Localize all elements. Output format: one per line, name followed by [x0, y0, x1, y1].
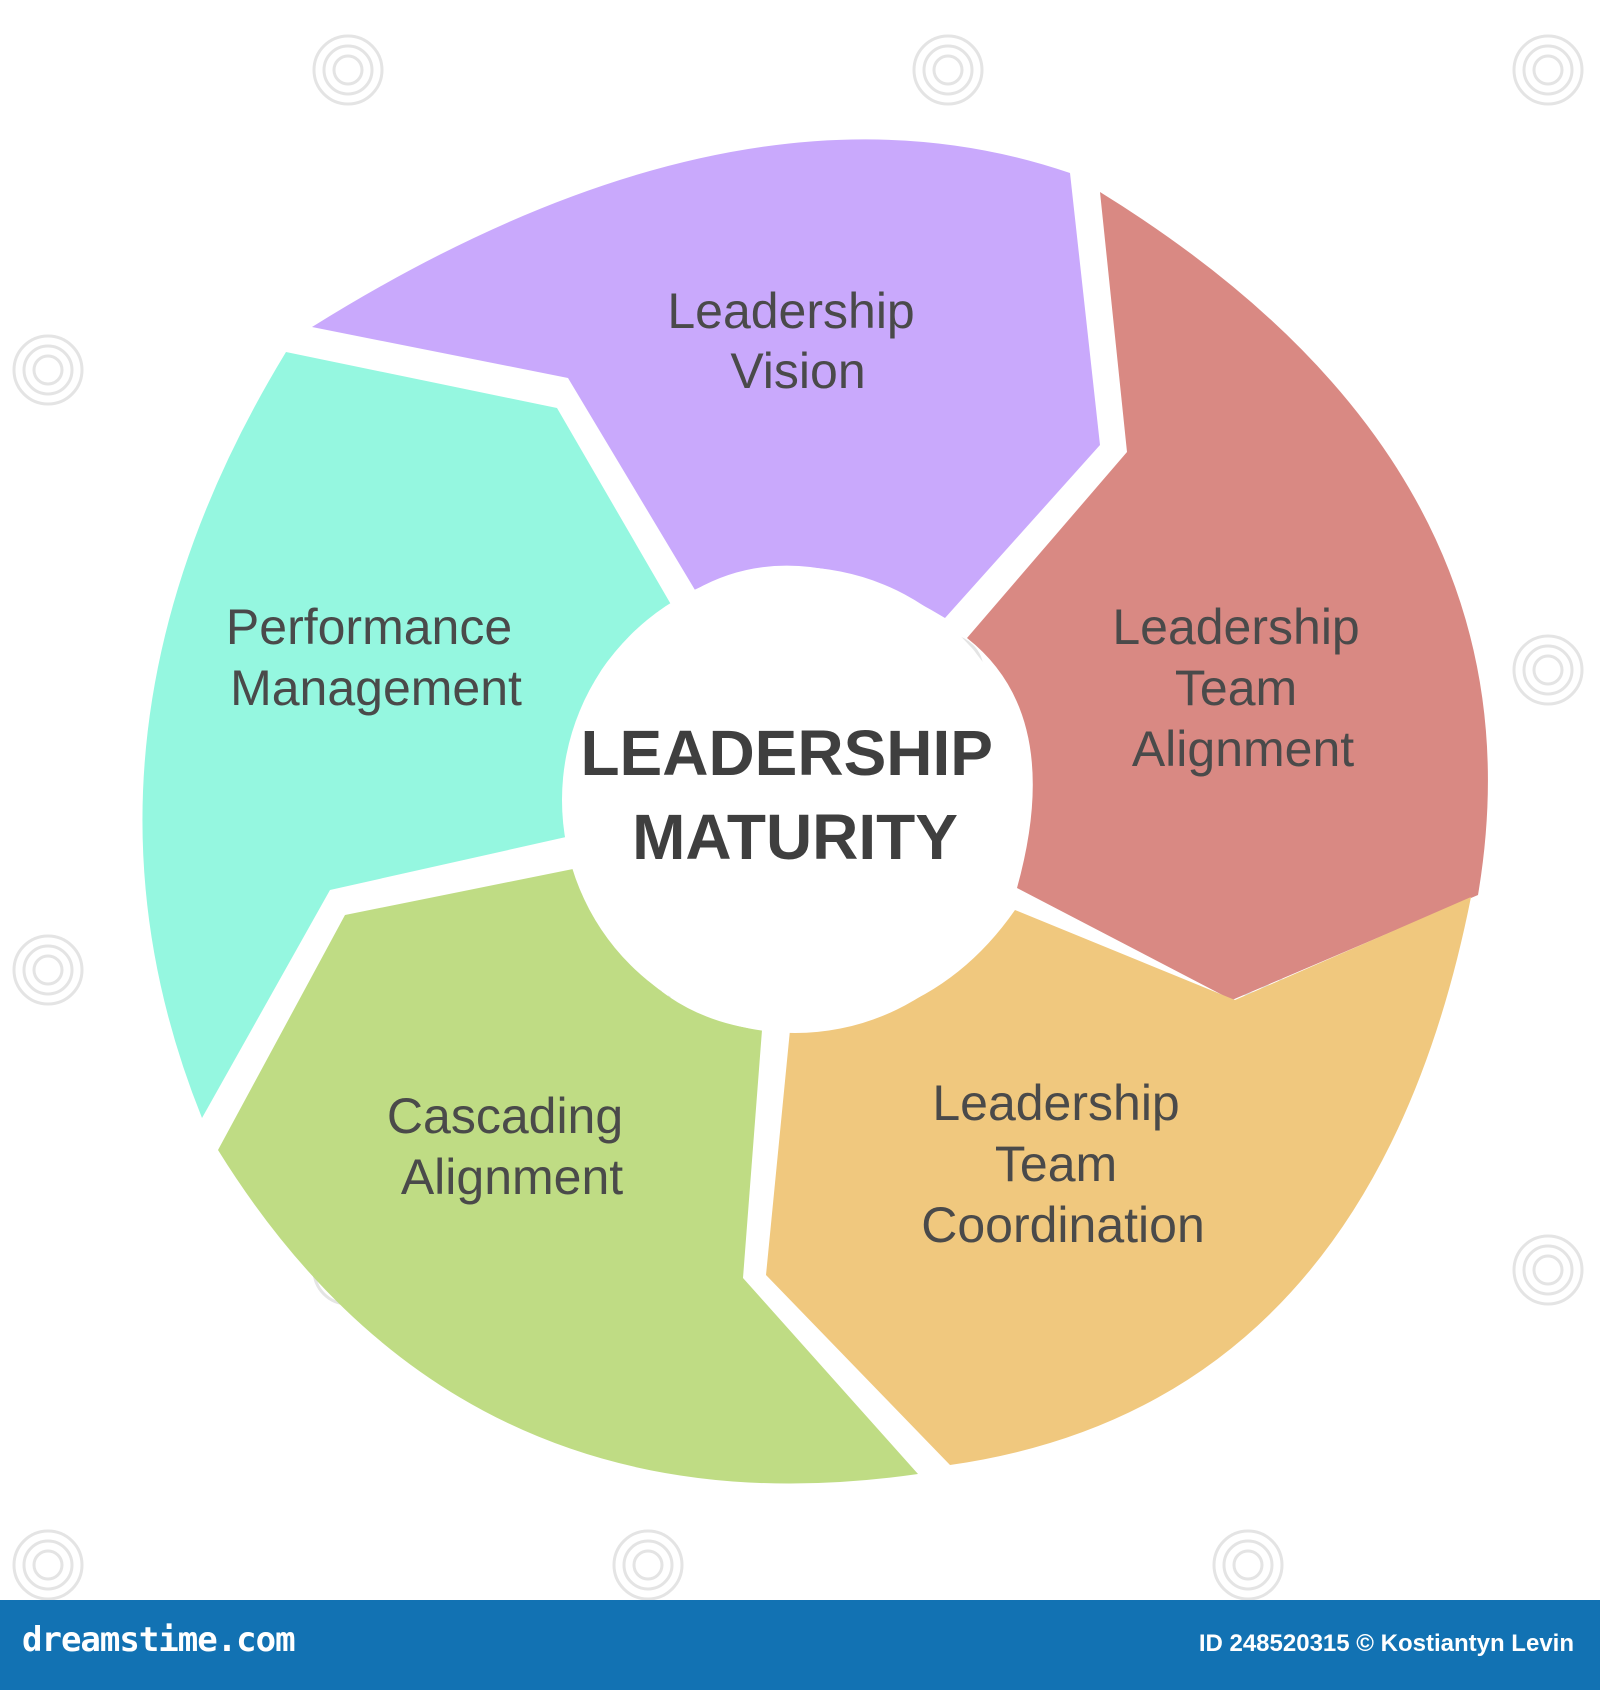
watermark-swirl-icon	[1212, 1529, 1284, 1600]
watermark-swirl-icon	[12, 934, 84, 1006]
footer-credit: ID 248520315 © Kostiantyn Levin	[1198, 1630, 1574, 1657]
segment-label-leadership-team-alignment: Leadership Team Alignment	[1112, 599, 1373, 777]
label-line: Team	[995, 1136, 1117, 1192]
center-title: LEADERSHIP MATURITY	[580, 717, 1009, 873]
center-title-line: LEADERSHIP	[580, 717, 991, 789]
center-circle	[562, 567, 1028, 1033]
watermark-swirl-icon	[332, 54, 364, 86]
watermark-swirl-icon	[922, 44, 974, 96]
watermark-swirl-icon	[32, 1549, 64, 1581]
label-line: Alignment	[1132, 721, 1354, 777]
segment-label-performance-management: Performance Management	[226, 599, 526, 716]
segment-leadership-vision	[312, 139, 1100, 618]
leadership-maturity-diagram: Leadership Vision Leadership Team Alignm…	[12, 34, 1584, 1600]
watermark-swirl-icon	[1222, 1539, 1274, 1591]
footer-brand[interactable]: dreamstime.com	[22, 1620, 296, 1660]
label-line: Coordination	[921, 1197, 1205, 1253]
watermark-swirl-icon	[632, 1549, 664, 1581]
watermark-swirl-icon	[1522, 44, 1574, 96]
label-line: Management	[230, 660, 522, 716]
label-line: Vision	[730, 343, 865, 399]
watermark-swirl-icon	[1532, 54, 1564, 86]
label-line: Leadership	[1112, 599, 1359, 655]
watermark-swirl-icon	[1532, 654, 1564, 686]
watermark-swirl-icon	[322, 44, 374, 96]
watermark-swirl-icon	[12, 1529, 84, 1600]
watermark-swirl-icon	[932, 54, 964, 86]
watermark-swirl-icon	[1512, 634, 1584, 706]
watermark-swirl-icon	[622, 1539, 674, 1591]
watermark-swirl-icon	[912, 34, 984, 106]
segment-performance-management	[142, 352, 680, 1118]
watermark-swirl-icon	[1232, 1549, 1264, 1581]
watermark-swirl-icon	[22, 344, 74, 396]
watermark-swirl-icon	[312, 34, 384, 106]
watermark-swirl-icon	[12, 334, 84, 406]
segment-cascading-alignment	[218, 868, 918, 1484]
segment-leadership-team-coordination	[766, 897, 1471, 1465]
center-title-line: MATURITY	[632, 801, 958, 873]
watermark-swirl-icon	[1512, 34, 1584, 106]
watermark-swirl-icon	[32, 354, 64, 386]
watermark-swirl-icon	[1532, 1254, 1564, 1286]
label-line: Leadership	[932, 1075, 1179, 1131]
watermark-swirl-icon	[32, 954, 64, 986]
label-line: Performance	[226, 599, 512, 655]
segment-label-leadership-team-coordination: Leadership Team Coordination	[921, 1075, 1205, 1253]
footer-bar: dreamstime.com ID 248520315 © Kostiantyn…	[0, 1600, 1600, 1690]
label-line: Cascading	[387, 1088, 623, 1144]
label-line: Leadership	[667, 283, 914, 339]
label-line: Team	[1175, 660, 1297, 716]
watermark-swirl-icon	[1522, 644, 1574, 696]
segment-leadership-team-alignment	[967, 192, 1488, 1000]
segment-label-cascading-alignment: Cascading Alignment	[387, 1088, 637, 1205]
watermark-swirl-icon	[22, 944, 74, 996]
watermark-swirl-icon	[22, 1539, 74, 1591]
watermark-swirl-icon	[1512, 1234, 1584, 1306]
watermark-swirl-icon	[1522, 1244, 1574, 1296]
segment-label-leadership-vision: Leadership Vision	[667, 283, 928, 399]
watermark-swirl-icon	[612, 1529, 684, 1600]
label-line: Alignment	[401, 1149, 623, 1205]
